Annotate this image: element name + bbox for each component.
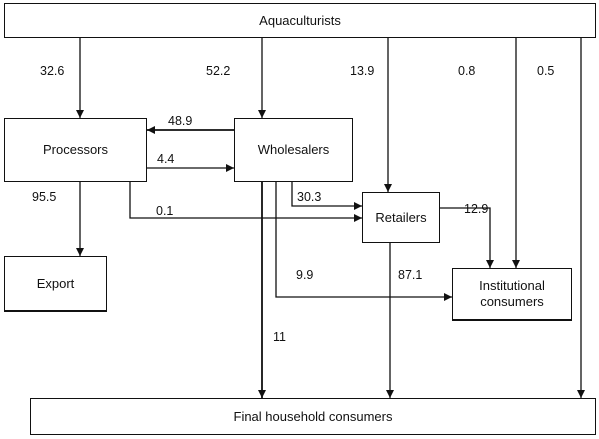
node-label: Final household consumers: [233, 408, 393, 424]
flow-label-retailers-final: 87.1: [398, 268, 423, 282]
arrow-wholesalers-institutional: [275, 182, 452, 301]
node-export: Export: [4, 256, 107, 312]
node-processors: Processors: [4, 118, 147, 182]
node-wholesalers: Wholesalers: [234, 118, 353, 182]
flow-label-processors-export: 95.5: [32, 190, 57, 204]
flow-label-wholesalers-institutional: 9.9: [296, 268, 314, 282]
node-label: Institutional consumers: [479, 278, 545, 309]
node-label: Wholesalers: [257, 142, 330, 157]
node-label: Retailers: [375, 209, 427, 225]
flow-label-aqua-processors: 32.6: [40, 64, 65, 78]
node-retailers: Retailers: [362, 192, 440, 243]
flow-label-aqua-retailers: 13.9: [350, 64, 375, 78]
flow-label-retailers-institutional: 12.9: [464, 202, 489, 216]
flow-label-wholesalers-retailers: 30.3: [297, 190, 322, 204]
flow-label-aqua-institutional: 0.8: [458, 64, 476, 78]
node-aquaculturists: Aquaculturists: [4, 3, 596, 38]
arrow-retailers-institutional: [440, 207, 494, 268]
arrow-processors-retailers: [129, 182, 362, 222]
flow-label-wholesalers-final: 11: [273, 330, 286, 344]
node-label: Processors: [42, 142, 109, 157]
flow-label-processors-retailers: 0.1: [156, 204, 174, 218]
node-final-household-consumers: Final household consumers: [30, 398, 596, 435]
node-label: Aquaculturists: [259, 12, 341, 28]
arrow-wholesalers-retailers: [291, 182, 362, 210]
node-institutional-consumers: Institutional consumers: [452, 268, 572, 321]
flow-label-wholesalers-processors: 48.9: [168, 114, 193, 128]
flow-label-aqua-wholesalers: 52.2: [206, 64, 231, 78]
flow-label-processors-wholesalers: 4.4: [157, 152, 175, 166]
node-label: Export: [36, 275, 75, 291]
flow-label-aqua-final: 0.5: [537, 64, 555, 78]
